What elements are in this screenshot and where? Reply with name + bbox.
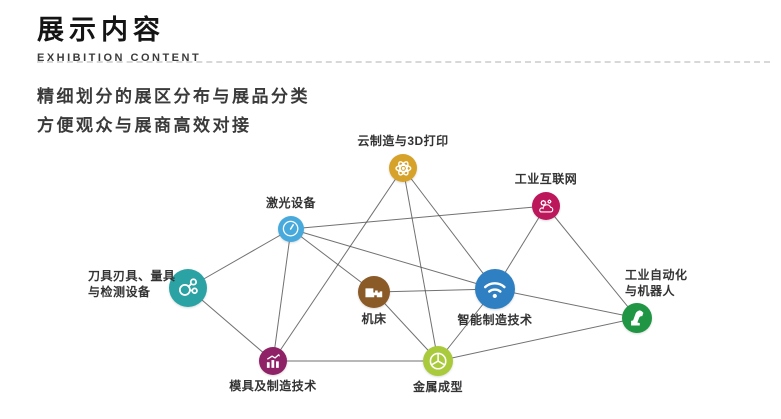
node-mold-manufacturing[interactable] xyxy=(259,347,287,375)
intro-text: 精细划分的展区分布与展品分类 方便观众与展商高效对接 xyxy=(37,82,310,140)
intro-line-2: 方便观众与展商高效对接 xyxy=(37,116,252,135)
node-industrial-internet[interactable] xyxy=(532,192,560,220)
edge-industrial-internet--industrial-automation xyxy=(545,205,638,319)
edge-machine-tools--smart-manufacturing xyxy=(373,288,496,293)
node-label-cloud-3d-printing: 云制造与3D打印 xyxy=(357,134,449,148)
node-machine-tools[interactable] xyxy=(358,276,390,308)
gears-cloud-icon xyxy=(538,199,553,213)
node-label-industrial-automation: 工业自动化 与机器人 xyxy=(625,268,688,298)
edge-metal-forming--industrial-automation xyxy=(437,317,638,362)
node-cloud-3d-printing[interactable] xyxy=(389,154,417,182)
dashed-divider xyxy=(37,61,770,63)
node-label-mold-manufacturing: 模具及制造技术 xyxy=(229,379,317,393)
node-laser-equipment[interactable] xyxy=(278,216,304,242)
molecule-icon xyxy=(178,278,198,296)
edge-laser-equipment--industrial-internet xyxy=(290,205,547,230)
gauge-icon xyxy=(283,221,299,237)
robot-arm-icon xyxy=(630,310,644,326)
node-label-industrial-internet: 工业互联网 xyxy=(514,172,578,186)
node-label-laser-equipment: 激光设备 xyxy=(265,196,316,210)
edge-laser-equipment--cutting-measuring-tools xyxy=(187,228,292,289)
node-label-machine-tools: 机床 xyxy=(361,312,387,326)
edge-cloud-3d-printing--smart-manufacturing xyxy=(402,167,496,290)
page-title: 展示内容 xyxy=(37,15,165,45)
node-label-cutting-measuring-tools: 刀具刃具、量具 与检测设备 xyxy=(88,269,176,299)
node-smart-manufacturing[interactable] xyxy=(475,269,515,309)
node-cutting-measuring-tools[interactable] xyxy=(169,269,207,307)
node-industrial-automation[interactable] xyxy=(622,303,652,333)
edge-laser-equipment--mold-manufacturing xyxy=(272,228,292,362)
node-label-metal-forming: 金属成型 xyxy=(412,380,463,394)
node-metal-forming[interactable] xyxy=(423,346,453,376)
chart-icon xyxy=(266,353,280,368)
edge-cloud-3d-printing--metal-forming xyxy=(402,167,439,362)
intro-line-1: 精细划分的展区分布与展品分类 xyxy=(37,87,310,106)
node-label-smart-manufacturing: 智能制造技术 xyxy=(457,313,533,327)
edge-laser-equipment--smart-manufacturing xyxy=(290,228,496,290)
edge-smart-manufacturing--industrial-automation xyxy=(494,288,638,319)
wifi-icon xyxy=(484,282,506,299)
atom-icon xyxy=(394,160,412,176)
machine-icon xyxy=(365,288,383,298)
segments-icon xyxy=(429,352,447,370)
